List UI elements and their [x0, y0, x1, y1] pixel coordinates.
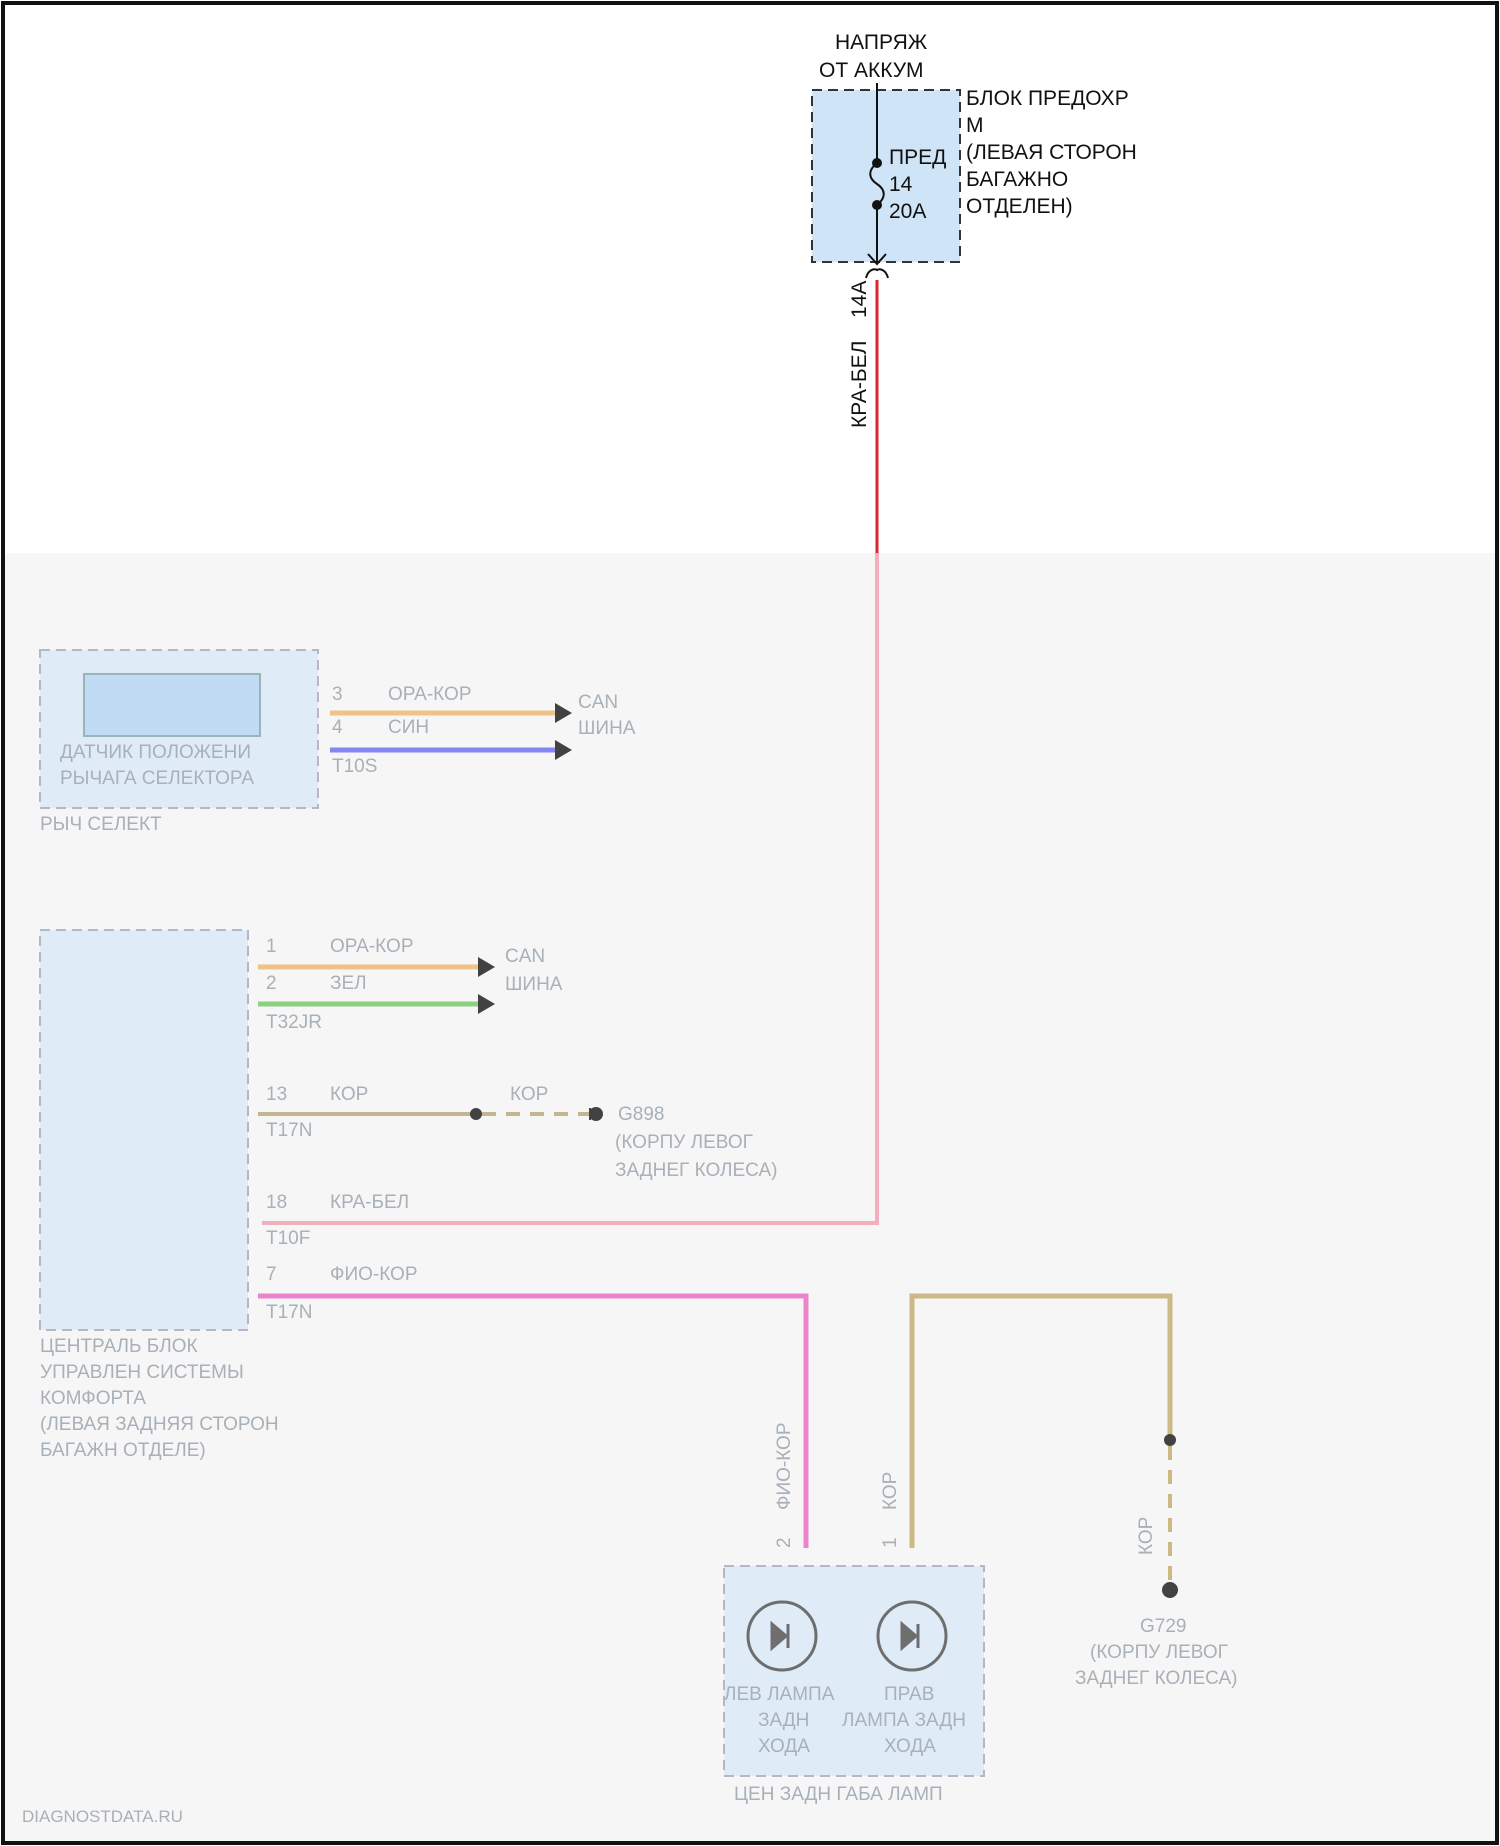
ground-g729-desc-2: ЗАДНЕГ КОЛЕСА): [1075, 1668, 1237, 1689]
module-title-4: (ЛЕВАЯ ЗАДНЯЯ СТОРОН: [40, 1414, 279, 1435]
ground-g898-name: G898: [618, 1104, 664, 1125]
selector-sensor-display: [84, 674, 260, 736]
splice-dot: [470, 1108, 482, 1120]
module-title-3: КОМФОРТА: [40, 1388, 146, 1409]
lamp-left-pin: 2: [774, 1537, 795, 1548]
left-lamp-label-2: ЗАДН: [758, 1710, 809, 1731]
left-lamp-label-3: ХОДА: [758, 1736, 810, 1757]
module-ground-wire-label: КОР: [330, 1084, 368, 1105]
module-can-wire-1-label: ОРА-КОР: [330, 936, 414, 957]
sensor-pin-3: 3: [332, 684, 343, 705]
module-pin-7: 7: [266, 1264, 277, 1285]
module-can-connector: T32JR: [266, 1012, 322, 1033]
selector-sensor-title-1: ДАТЧИК ПОЛОЖЕНИ: [60, 742, 251, 763]
right-lamp-label-2: ЛАМПА ЗАДН: [842, 1710, 966, 1731]
svg-text:БЛОК ПРЕДОХР: БЛОК ПРЕДОХР: [966, 87, 1129, 110]
lamp-right-pin: 1: [880, 1537, 901, 1548]
module-pin-2: 2: [266, 973, 277, 994]
module-can-bus-1: CAN: [505, 946, 545, 967]
sensor-connector: T10S: [332, 756, 377, 777]
power-source-label-1: НАПРЯЖ: [835, 31, 928, 54]
module-can-bus-2: ШИНА: [505, 974, 563, 995]
lamp-left-wire-label: ФИО-КОР: [774, 1422, 795, 1510]
sensor-wire-1-label: ОРА-КОР: [388, 684, 472, 705]
sensor-wire-2-label: СИН: [388, 717, 429, 738]
selector-footer: РЫЧ СЕЛЕКТ: [40, 814, 162, 835]
ground-g898-desc-1: (КОРПУ ЛЕВОГ: [615, 1132, 753, 1153]
fuse-name: ПРЕД: [889, 146, 946, 169]
svg-text:БАГАЖНО: БАГАЖНО: [966, 168, 1068, 191]
module-ground-connector: T17N: [266, 1120, 312, 1141]
module-pin-13: 13: [266, 1084, 287, 1105]
ground-g898-desc-2: ЗАДНЕГ КОЛЕСА): [615, 1160, 777, 1181]
sensor-pin-4: 4: [332, 717, 343, 738]
right-lamp-label-3: ХОДА: [884, 1736, 936, 1757]
fuse-number: 14: [889, 173, 913, 196]
module-title-1: ЦЕНТРАЛЬ БЛОК: [40, 1336, 198, 1357]
power-source-label-2: ОТ АККУМ: [819, 59, 924, 82]
module-lamp-connector: T17N: [266, 1302, 312, 1323]
module-pin-18: 18: [266, 1192, 287, 1213]
module-can-wire-2-label: ЗЕЛ: [330, 973, 367, 994]
lamp-right-wire-label: КОР: [880, 1472, 901, 1510]
ground2-wire-label: КОР: [1136, 1517, 1157, 1555]
splice-dot: [1164, 1434, 1176, 1446]
fuse-rating: 20A: [889, 200, 926, 223]
left-lamp-label-1: ЛЕВ ЛАМПА: [724, 1684, 835, 1705]
module-ground-wire-label-2: КОР: [510, 1084, 548, 1105]
right-lamp-label-1: ПРАВ: [884, 1684, 934, 1705]
sensor-can-bus-1: CAN: [578, 692, 618, 713]
module-title-5: БАГАЖН ОТДЕЛЕ): [40, 1440, 206, 1461]
wire-color-label: КРА-БЕЛ: [848, 341, 871, 428]
ground-g729-desc-1: (КОРПУ ЛЕВОГ: [1090, 1642, 1228, 1663]
module-power-wire-label: КРА-БЕЛ: [330, 1192, 409, 1213]
svg-text:ОТДЕЛЕН): ОТДЕЛЕН): [966, 195, 1073, 218]
module-lamp-wire-label: ФИО-КОР: [330, 1264, 418, 1285]
module-power-connector: T10F: [266, 1228, 310, 1249]
module-title-2: УПРАВЛЕН СИСТЕМЫ: [40, 1362, 244, 1383]
svg-text:(ЛЕВАЯ СТОРОН: (ЛЕВАЯ СТОРОН: [966, 141, 1137, 164]
watermark: DIAGNOSTDATA.RU: [22, 1807, 183, 1826]
sensor-can-bus-2: ШИНА: [578, 718, 636, 739]
lamp-block-footer: ЦЕН ЗАДН ГАБА ЛАМП: [734, 1784, 943, 1805]
selector-sensor-title-2: РЫЧАГА СЕЛЕКТОРА: [60, 768, 254, 789]
ground-g729-name: G729: [1140, 1616, 1186, 1637]
comfort-module-block: [40, 930, 248, 1330]
fuse-block: [812, 90, 960, 262]
module-pin-1: 1: [266, 936, 277, 957]
svg-text:М: М: [966, 114, 984, 137]
ground-point-icon: [1162, 1582, 1178, 1598]
pin-label-14a: 14A: [848, 281, 871, 318]
ground-point-icon: [589, 1107, 603, 1121]
